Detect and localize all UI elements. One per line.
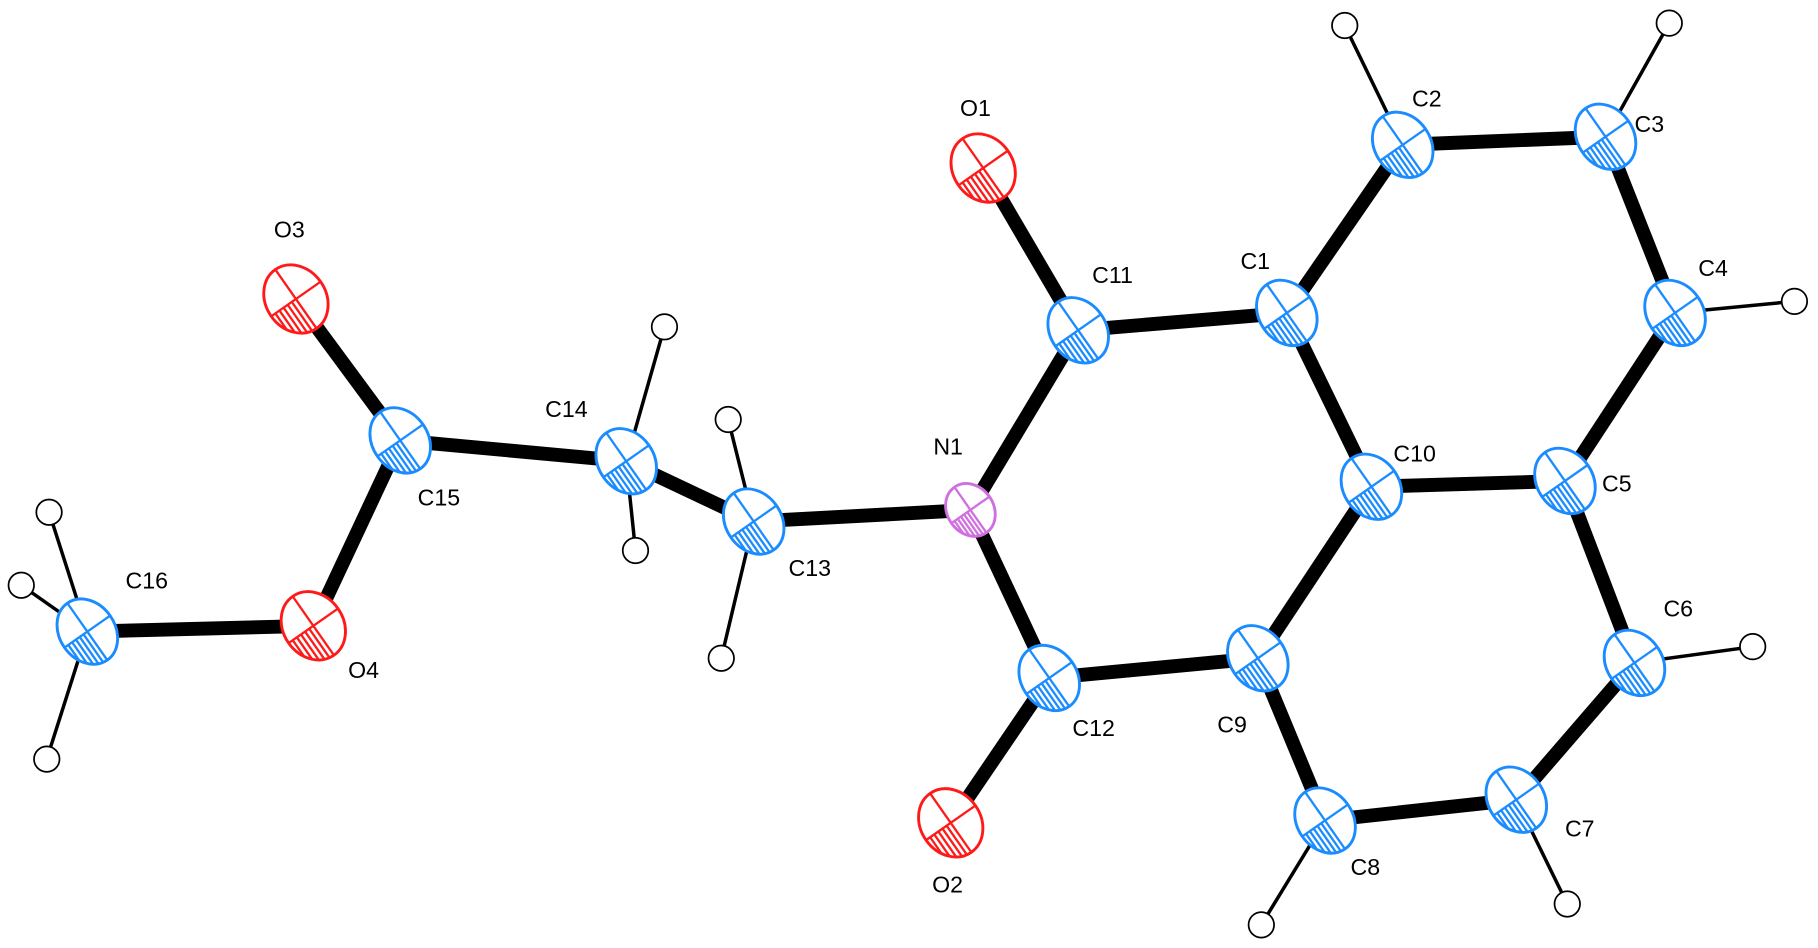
- hydrogen-atom: [1553, 890, 1581, 918]
- hydrogen-atom: [1331, 11, 1359, 40]
- atom-C4: [1643, 278, 1707, 348]
- heavy-bonds: [87, 129, 1682, 828]
- atom-label-C9: C9: [1217, 711, 1247, 737]
- atom-label-C15: C15: [418, 484, 460, 510]
- atom-label-C8: C8: [1351, 854, 1381, 880]
- atom-C7: [1484, 765, 1549, 834]
- atom-O1: [949, 132, 1017, 204]
- atom-N1: [944, 482, 997, 538]
- bond-C15-O4: [307, 437, 407, 629]
- atom-label-C12: C12: [1072, 715, 1114, 741]
- atom-C10: [1339, 452, 1404, 521]
- atom-label-C10: C10: [1393, 440, 1435, 466]
- bond-C14-C15: [399, 433, 627, 469]
- atom-label-O4: O4: [348, 657, 379, 683]
- atom-C1: [1255, 278, 1319, 348]
- bond-C10-C5: [1371, 474, 1566, 494]
- hydrogen-atom: [1780, 287, 1809, 315]
- atom-C6: [1602, 628, 1667, 697]
- atom-C12: [1017, 643, 1081, 713]
- atom-C5: [1533, 446, 1597, 516]
- atom-C14: [594, 427, 658, 496]
- bond-C1-C2: [1281, 140, 1409, 317]
- atom-C16: [55, 597, 120, 666]
- atom-label-C11: C11: [1092, 262, 1133, 288]
- atom-label-C7: C7: [1565, 816, 1595, 842]
- atom-O2: [917, 787, 985, 859]
- bond-C11-C1: [1077, 305, 1288, 338]
- atom-label-C14: C14: [545, 396, 588, 422]
- hydrogen-atom: [35, 498, 63, 526]
- atom-label-C6: C6: [1663, 596, 1693, 622]
- bond-C4-C5: [1559, 309, 1681, 485]
- hydrogen-atoms: [7, 9, 1809, 939]
- hydrogen-atom: [650, 313, 679, 341]
- atom-C2: [1370, 110, 1435, 179]
- hydrogen-atom: [707, 644, 735, 672]
- hydrogen-atom: [714, 405, 742, 434]
- hydrogen-atom: [33, 745, 61, 773]
- atom-label-O2: O2: [932, 871, 963, 897]
- atom-C11: [1046, 296, 1110, 365]
- atom-O3: [262, 263, 330, 335]
- atom-label-O1: O1: [960, 95, 991, 121]
- bond-C6-C7: [1511, 658, 1640, 805]
- atom-C15: [368, 406, 432, 475]
- bond-C10-C9: [1252, 482, 1378, 663]
- bond-C2-C3: [1402, 129, 1606, 152]
- atom-C8: [1293, 786, 1357, 855]
- atom-label-C2: C2: [1412, 86, 1442, 112]
- atom-C9: [1226, 624, 1290, 693]
- atom-C13: [721, 487, 786, 556]
- bond-N1-C11: [964, 326, 1085, 514]
- hydrogen-atom: [1739, 633, 1767, 661]
- hydrogen-atom: [621, 536, 650, 565]
- bond-N1-C13: [753, 502, 971, 529]
- atom-label-C5: C5: [1602, 470, 1632, 496]
- atom-label-C16: C16: [126, 568, 168, 594]
- hydrogen-atom: [1247, 911, 1275, 939]
- atom-label-C4: C4: [1698, 255, 1728, 281]
- hydrogen-atom: [7, 571, 35, 599]
- heavy-atoms: [55, 102, 1707, 859]
- atom-label-N1: N1: [933, 433, 963, 459]
- hydrogen-atom: [1655, 9, 1683, 37]
- bond-C9-C12: [1048, 651, 1259, 685]
- atom-label-O3: O3: [274, 217, 305, 243]
- atom-label-C13: C13: [788, 555, 830, 581]
- atom-O4: [279, 590, 347, 662]
- atom-label-C3: C3: [1634, 111, 1664, 137]
- atom-C3: [1573, 102, 1638, 171]
- bond-C7-C8: [1324, 792, 1518, 828]
- atom-label-C1: C1: [1240, 248, 1270, 274]
- bond-O4-C16: [87, 618, 314, 639]
